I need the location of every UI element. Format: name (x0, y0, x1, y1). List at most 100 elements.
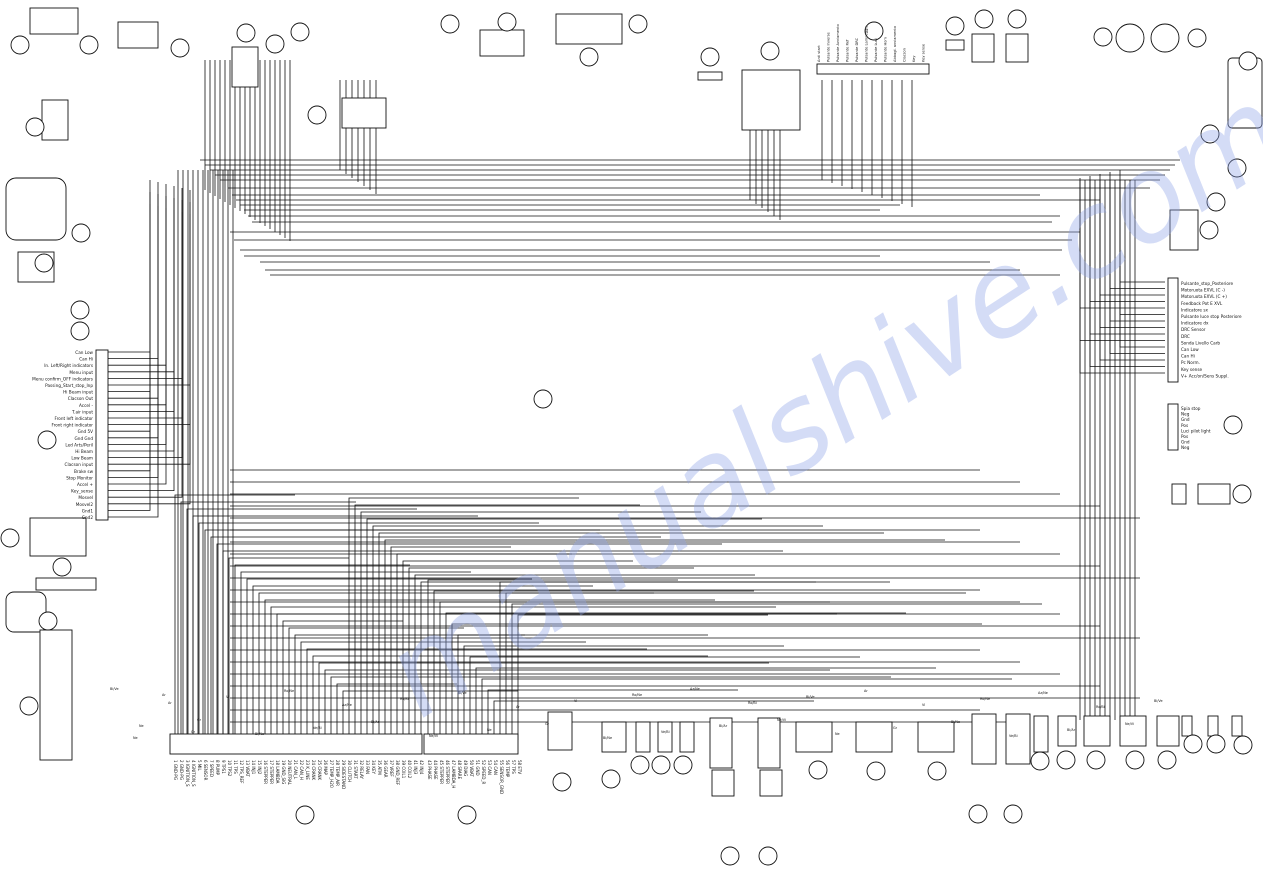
ecu-b-pin-label: 44 PHASE (433, 760, 438, 780)
left-panel-label: T.air input (71, 409, 93, 414)
callout-circle (1056, 750, 1076, 770)
wire-color-tag: Ro/Bi (1096, 705, 1105, 709)
callout-circle (808, 760, 828, 780)
top-connector-label: Pulsante Avviamento (836, 24, 840, 62)
starter-relay (479, 29, 525, 57)
left-panel-label: Stop Monitor (66, 475, 93, 480)
wire-color-tag: Ne/Vi (429, 734, 438, 738)
callout-circle (927, 761, 947, 781)
right-panel-label: Pulsante_stop_Posteriore (1181, 281, 1234, 286)
bottom-sensor (1083, 715, 1111, 747)
callout-circle (290, 22, 310, 42)
callout-circle (34, 253, 54, 273)
ecu-b-pin-label: 47 LAMBDA_H (451, 760, 456, 788)
ecu-a-pin-label: 38 GND_REF (395, 760, 400, 786)
right-panel-label: DRC Sensor (1181, 327, 1206, 332)
ecu-a-pin-label: 13 VBAT (245, 760, 250, 777)
callout-circle (1157, 750, 1177, 770)
wire-color-tag: Ne (487, 728, 492, 732)
ecu-a-pin-label: 6 SENSOR (203, 760, 208, 781)
left-connector-main (95, 349, 109, 521)
ecu-b-wire (463, 645, 784, 740)
left-connector-wire (108, 184, 167, 366)
callout-circle (1227, 158, 1247, 178)
right-connector-wire (1109, 192, 1165, 354)
callout-circle (1183, 734, 1203, 754)
callout-circle (170, 38, 190, 58)
ecu-a-wire (312, 655, 708, 735)
callout-circle (864, 21, 884, 41)
right-panel-label: Motoruota EXVL (C -) (1181, 288, 1225, 293)
top-connector-label: Abbagl. avviamento (893, 26, 897, 62)
ecu-b-pin-label: 54 CAN (493, 760, 498, 775)
bottom-sensor (971, 713, 997, 765)
callout-circle (760, 41, 780, 61)
ecu-b-wire (445, 612, 906, 740)
left-panel-label: Accel + (77, 482, 93, 487)
hall-sensor-2 (1005, 33, 1029, 63)
ecu-a-wire (264, 599, 715, 735)
top-connector-label: Pulsante Luci (874, 38, 878, 62)
left-panel-label: Accel - (79, 403, 93, 408)
bottom-sensor (657, 721, 673, 753)
bottom-sensor (1005, 713, 1031, 765)
callout-circle (1093, 27, 1113, 47)
right-connector-wire (1099, 194, 1165, 361)
wire-color-tag: Vi (574, 699, 577, 703)
bottom-sensor (795, 721, 833, 753)
ecu-a-pin-label: 40 COIL2 (407, 760, 412, 779)
right-panel2-label: Pos (1181, 434, 1188, 439)
wire-color-tag: Vi (226, 695, 229, 699)
ecu-a-wire (240, 571, 471, 735)
ecu-b-wire (433, 590, 754, 740)
ecu-a-wire (282, 620, 403, 735)
wire-color-tag: Gr (197, 718, 202, 722)
callout-circle (974, 9, 994, 29)
ecu-a-pin-label: 36 GEAR (383, 760, 388, 778)
component-layer (0, 7, 1263, 866)
ecu-connector-a (169, 733, 423, 755)
bottom-sensor (1119, 715, 1147, 747)
callout-circle (968, 804, 988, 824)
wire-color-tag: Ve/Bi (661, 730, 670, 734)
right-connector-wire (1119, 180, 1165, 315)
right-panel-label: V+ Acc/on/Sens Suppl. (1181, 373, 1229, 378)
right-panel-label: Motoruota EXVL (C +) (1181, 294, 1227, 299)
callout-circle (1232, 484, 1252, 504)
left-connector-wire (108, 182, 159, 360)
left-connector-wire (108, 218, 159, 478)
callout-circle (70, 300, 90, 320)
ecu-connector-b (423, 733, 519, 755)
exvl-motor (1197, 483, 1231, 505)
left-panel-label: Menu confirm_OFF indicators (32, 376, 93, 381)
left-panel-label: Clacson Out (68, 396, 94, 401)
ecu-a-wire (378, 532, 884, 735)
left-connector-wire (108, 194, 159, 399)
ecu-a-pin-label: 29 SIDESTAND (341, 760, 346, 789)
bottom-sensor (635, 721, 651, 753)
wire-color-tag: Bi/Ve (1154, 699, 1163, 703)
callout-circle (601, 769, 621, 789)
left-switch-block (41, 99, 69, 141)
left-connector-wire (108, 198, 175, 412)
ecu-a-wire (198, 522, 539, 735)
right-connector-main (1167, 277, 1179, 383)
ecu-a-pin-label: 22 CAN_H (299, 760, 304, 780)
left-panel-label: Front left indicator (55, 416, 94, 421)
callout-circle (758, 846, 778, 866)
ecu-a-wire (294, 634, 525, 735)
wire-layer (108, 60, 1180, 740)
top-connector-label: Pulsante DRC (855, 37, 859, 62)
ecu-b-wire (427, 579, 678, 740)
right-connector-wire (1109, 182, 1165, 322)
ecu-a-pin-label: 18 LAMBDA (275, 760, 280, 784)
callout-circle (1030, 751, 1050, 771)
ecu-top-connector (741, 69, 801, 131)
right-panel-label: Indicatore dx (1181, 321, 1209, 326)
left-panel-label: Gnd 5V (78, 429, 94, 434)
ecu-a-pin-label: 31 START (353, 760, 358, 779)
ecu-a-wire (270, 606, 776, 735)
callout-circle (628, 14, 648, 34)
right-connector-aux (1167, 403, 1179, 451)
ecu-a-wire (348, 497, 579, 735)
